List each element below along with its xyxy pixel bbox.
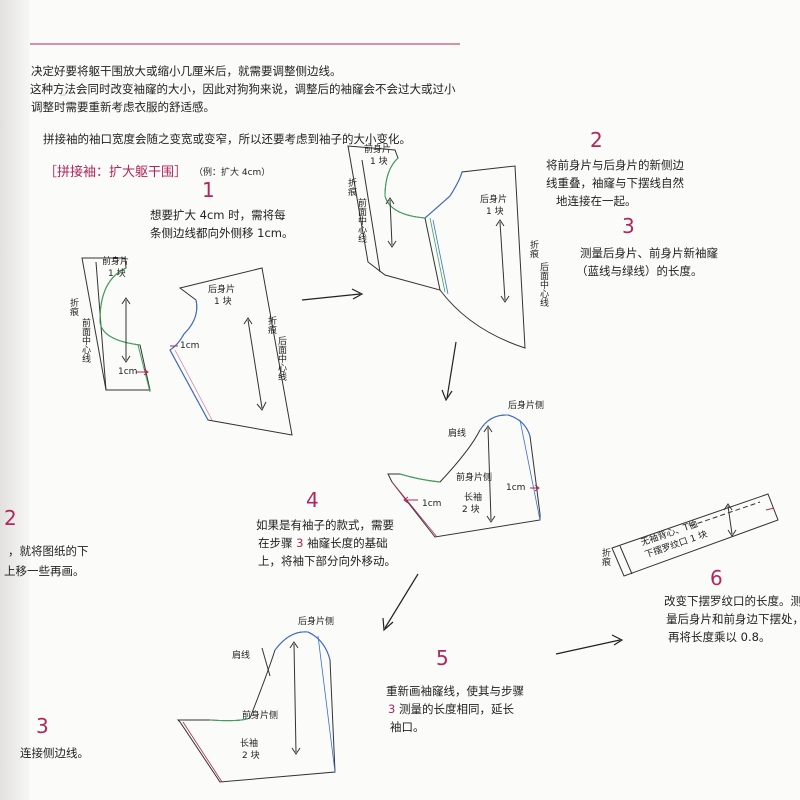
step-2-number: 2: [590, 128, 603, 152]
label-fold-1: 折痕: [68, 298, 77, 316]
label-front-side-5: 前身片侧: [242, 712, 278, 721]
step-6-text-3: 再将长度乘以 0.8。: [668, 632, 770, 644]
label-shoulder-4: 肩线: [448, 430, 466, 439]
label-back-center-2: 后面中心线: [538, 262, 547, 307]
combined-body-pattern-2: [348, 146, 525, 348]
step-4-text-1: 如果是有袖子的款式，需要: [256, 520, 394, 532]
label-1cm-d: 1cm: [506, 484, 525, 493]
step-3-text-2: （蓝线与绿线）的长度。: [576, 266, 703, 278]
step-4-number: 4: [306, 488, 319, 512]
step-5-text-3: 袖口。: [390, 722, 425, 734]
step-1-text-2: 条侧边线都向外侧移 1cm。: [150, 228, 294, 240]
label-shoulder-5: 肩线: [232, 652, 250, 661]
label-sleeve-qty-4: 2 块: [462, 506, 480, 515]
left-step-2-text-a: ，就将图纸的下: [8, 546, 89, 558]
label-front-center-1: 前面中心线: [80, 318, 89, 363]
label-front-1: 前身片: [102, 258, 129, 267]
step-6-text-1: 改变下摆罗纹口的长度。测: [664, 596, 800, 608]
label-back-1: 后身片: [208, 286, 235, 295]
left-step-2-text-b: 上移一些再画。: [4, 566, 85, 578]
label-1cm-b: 1cm: [180, 342, 199, 351]
label-back-side-4: 后身片侧: [508, 402, 544, 411]
left-step-2-number: 2: [4, 506, 17, 530]
section-title: ［拼接袖：扩大躯干围］: [44, 166, 187, 179]
label-sleeve-qty-5: 2 块: [242, 752, 260, 761]
step-2-text-1: 将前身片与后身片的新侧边: [546, 160, 684, 172]
intro-line-4: 拼接袖的袖口宽度会随之变宽或变窄，所以还要考虑到袖子的大小变化。: [43, 134, 411, 146]
step-3-number: 3: [622, 214, 635, 238]
label-sleeve-5: 长袖: [240, 740, 258, 749]
label-back-qty-2: 1 块: [486, 208, 504, 217]
step-1-number: 1: [202, 178, 215, 202]
step-5-number: 5: [436, 646, 449, 670]
step-6-number: 6: [710, 566, 723, 590]
step-6-text-2: 量后身片和前身边下摆处，: [666, 614, 800, 626]
intro-line-3: 调整时需要重新考虑衣服的舒适感。: [31, 102, 215, 114]
label-back-2: 后身片: [480, 196, 507, 205]
label-fold-6: 折痕: [600, 548, 609, 566]
label-1cm-c: 1cm: [422, 500, 441, 509]
step-2-text-3: 地连接在一起。: [556, 196, 637, 208]
label-fold-2: 折痕: [346, 178, 355, 196]
label-back-side-5: 后身片侧: [298, 618, 334, 627]
section-example: （例：扩大 4cm）: [194, 169, 270, 178]
left-step-3-text: 连接侧边线。: [20, 748, 89, 760]
intro-line-1: 决定好要将躯干围放大或缩小几厘米后，就需要调整侧边线。: [31, 66, 342, 78]
intro-line-2: 这种方法会同时改变袖窿的大小，因此对狗狗来说，调整后的袖窿会不会过大或过小: [30, 84, 456, 96]
label-sleeve-4: 长袖: [464, 494, 482, 503]
left-step-3-number: 3: [36, 714, 49, 738]
step-5-text-2: 3 测量的长度相同，延长: [388, 704, 514, 716]
label-1cm-a: 1cm: [118, 368, 137, 377]
label-fold-1b: 折痕: [266, 316, 275, 334]
label-back-center-1: 后面中心线: [276, 336, 285, 381]
step-2-text-2: 线重叠，袖窿与下摆线自然: [546, 178, 684, 190]
step-3-text-1: 测量后身片、前身片新袖窿: [580, 248, 718, 260]
step-4-text-3: 上，将袖下部分向外移动。: [258, 556, 396, 568]
label-front-side-4: 前身片侧: [456, 474, 492, 483]
label-front-qty-1: 1 块: [108, 270, 126, 279]
label-front-2: 前身片: [364, 146, 391, 155]
label-front-center-2: 前面中心线: [356, 198, 365, 243]
label-fold-2b: 折痕: [528, 240, 537, 258]
step-5-text-1: 重新画袖窿线，使其与步骤: [386, 686, 524, 698]
label-back-qty-1: 1 块: [214, 298, 232, 307]
label-front-qty-2: 1 块: [370, 158, 388, 167]
step-1-text-1: 想要扩大 4cm 时，需将每: [150, 210, 286, 222]
step-4-text-2: 在步骤 3 袖窿长度的基础: [258, 538, 388, 550]
